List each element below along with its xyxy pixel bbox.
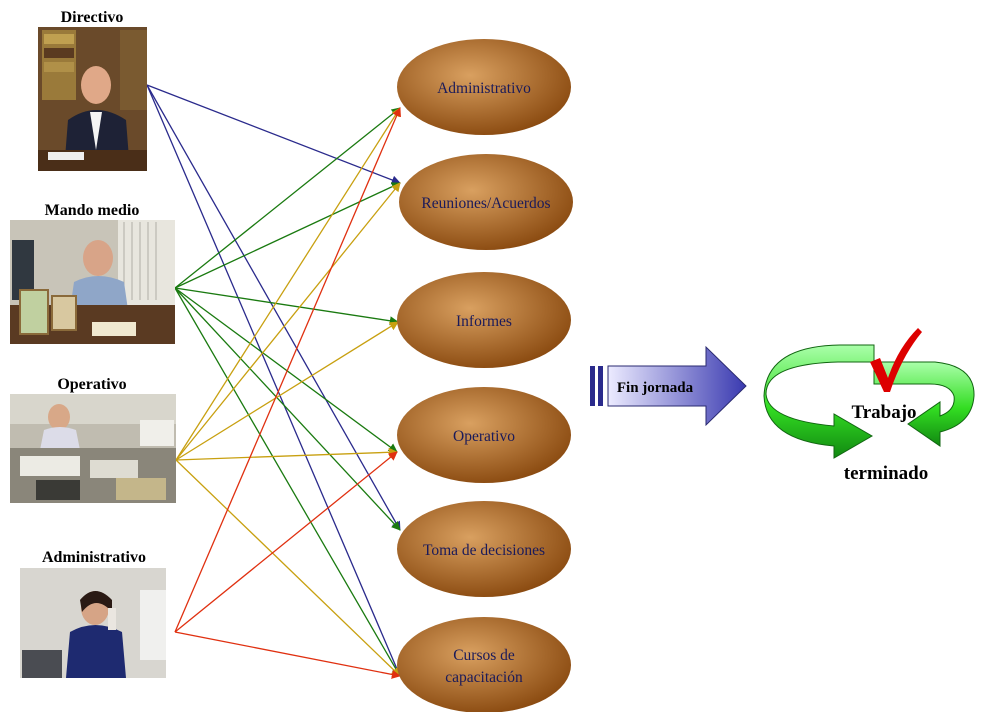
activity-reuniones: Reuniones/Acuerdos (399, 154, 573, 250)
link-mando-medio-to-decisiones (174, 287, 401, 531)
connection-arrows (146, 84, 401, 679)
link-operativo-to-operativo (175, 447, 398, 461)
link-administrativo-to-operativo (174, 451, 398, 633)
activity-informes: Informes (397, 272, 571, 368)
link-administrativo-to-administrativo (174, 107, 401, 633)
link-mando-medio-to-administrativo (174, 107, 401, 289)
link-operativo-to-cursos (175, 459, 401, 677)
role-label-mando-medio: Mando medio (45, 202, 140, 219)
activity-label: Toma de decisiones (423, 542, 545, 559)
photo-administrativo (20, 568, 166, 678)
result-label-line2: terminado (844, 463, 928, 484)
role-label-administrativo: Administrativo (42, 549, 146, 566)
link-directivo-to-cursos (146, 84, 401, 677)
role-label-directivo: Directivo (61, 9, 124, 26)
result-label-line1: Trabajo (851, 402, 916, 423)
link-mando-medio-to-informes (174, 287, 399, 326)
activity-label: Cursos de (453, 647, 515, 664)
link-mando-medio-to-cursos (174, 287, 401, 677)
link-operativo-to-informes (175, 321, 399, 461)
activity-label: Administrativo (437, 80, 531, 97)
activity-label: Operativo (453, 428, 515, 445)
fin-jornada-label: Fin jornada (617, 380, 694, 396)
link-administrativo-to-cursos (174, 631, 401, 679)
checkmark-icon (870, 328, 922, 392)
link-mando-medio-to-reuniones (174, 182, 401, 289)
cycle-arrows-icon (763, 344, 975, 459)
role-label-operativo: Operativo (57, 376, 126, 393)
photo-directivo (38, 27, 147, 171)
activity-label: Informes (456, 313, 512, 330)
link-mando-medio-to-operativo (174, 287, 398, 453)
activity-administrativo: Administrativo (397, 39, 571, 135)
activity-toma-de-decisiones: Toma de decisiones (397, 501, 571, 597)
activity-cursos: Cursos de capacitación (397, 617, 571, 712)
link-operativo-to-administrativo (175, 107, 401, 461)
link-operativo-to-reuniones (175, 182, 401, 461)
activity-label: Reuniones/Acuerdos (421, 195, 550, 212)
activity-operativo: Operativo (397, 387, 571, 483)
photo-mando-medio (10, 220, 175, 344)
activity-label: capacitación (445, 669, 523, 686)
photo-operativo (10, 394, 176, 503)
fin-jornada-arrow: Fin jornada (590, 345, 747, 427)
link-directivo-to-reuniones (146, 84, 401, 185)
